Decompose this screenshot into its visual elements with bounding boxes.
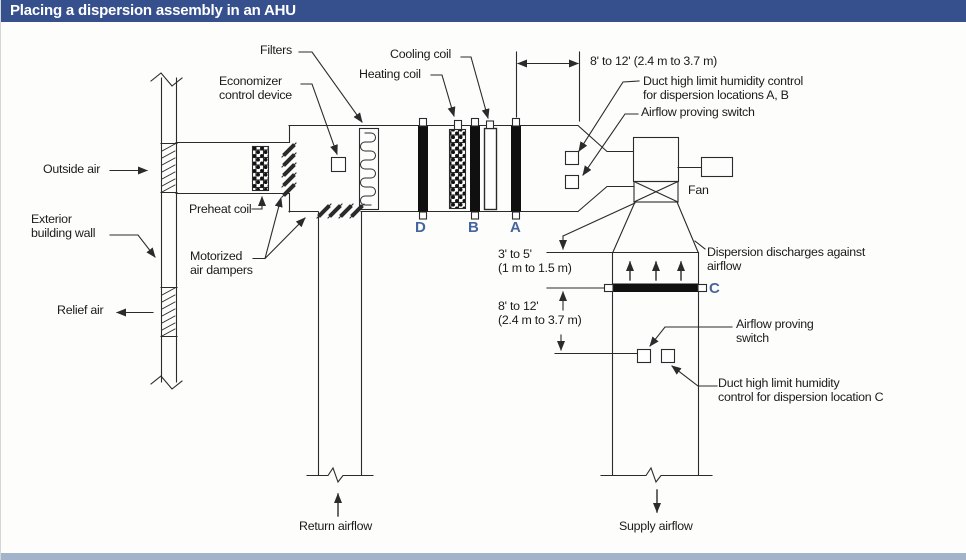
heating-coil-nub <box>453 119 463 131</box>
figure-title: Placing a dispersion assembly in an AHU <box>1 0 966 22</box>
label-relief-air: Relief air <box>57 303 104 317</box>
fan-blade-box <box>633 180 679 203</box>
location-letter-d: D <box>415 219 426 236</box>
heating-coil-element <box>448 128 467 210</box>
exterior-wall <box>150 72 183 390</box>
label-airflow-switch-ab: Airflow proving switch <box>641 105 755 119</box>
flow-arrows <box>334 489 661 517</box>
cooling-coil-element <box>483 127 498 211</box>
sensor-airflow-ab <box>564 174 580 190</box>
location-letter-c: C <box>709 280 720 297</box>
label-dim-3-5: 3' to 5' (1 m to 1.5 m) <box>498 247 572 275</box>
filter-element <box>358 127 380 211</box>
dispersion-bar-d <box>418 117 428 220</box>
leader-lines <box>109 51 733 387</box>
label-filters: Filters <box>260 43 292 57</box>
dimension-supply <box>546 202 638 355</box>
label-airflow-switch-c: Airflow proving switch <box>736 317 814 345</box>
label-outside-air: Outside air <box>43 162 101 176</box>
airflow-up-arrows <box>626 261 685 281</box>
label-dim-fan-to-a: 8' to 12' (2.4 m to 3.7 m) <box>590 54 718 68</box>
label-fan: Fan <box>688 183 709 197</box>
label-cooling-coil: Cooling coil <box>390 47 452 61</box>
preheat-coil-element <box>251 145 270 192</box>
cooling-coil-nub <box>485 120 495 130</box>
label-return-airflow: Return airflow <box>299 519 372 533</box>
economizer-box <box>330 156 347 173</box>
label-humidity-ab: Duct high limit humidity control for dis… <box>643 74 804 102</box>
damper-blades-return-air <box>316 203 365 219</box>
sensor-humidity-ab <box>564 150 580 166</box>
label-supply-airflow: Supply airflow <box>619 519 693 533</box>
fan-assembly <box>632 136 734 203</box>
label-motorized-dampers: Motorized air dampers <box>190 249 253 277</box>
fan-housing <box>632 136 680 183</box>
ahu-duct-outline <box>175 124 635 484</box>
label-dim-8-12: 8' to 12' (2.4 m to 3.7 m) <box>498 299 582 327</box>
footer-accent-bar <box>1 553 966 560</box>
damper-blades-outside-air <box>281 142 297 198</box>
label-economizer: Economizer control device <box>219 74 292 102</box>
dispersion-bar-c <box>603 283 708 293</box>
supply-duct <box>600 201 713 484</box>
dispersion-bar-b <box>470 117 480 220</box>
label-preheat-coil: Preheat coil <box>189 202 252 216</box>
label-exterior-wall: Exterior building wall <box>31 212 96 240</box>
location-letter-b: B <box>468 219 479 236</box>
label-humidity-c: Duct high limit humidity control for dis… <box>718 376 884 404</box>
sensor-airflow-c <box>636 348 652 364</box>
location-letter-a: A <box>510 219 521 236</box>
sensor-humidity-c <box>660 348 676 364</box>
dimension-top <box>515 51 581 122</box>
fan-motor <box>700 156 734 178</box>
label-dispersion-discharges: Dispersion discharges against airflow <box>707 245 866 273</box>
dispersion-bar-a <box>511 117 521 220</box>
label-heating-coil: Heating coil <box>359 67 421 81</box>
